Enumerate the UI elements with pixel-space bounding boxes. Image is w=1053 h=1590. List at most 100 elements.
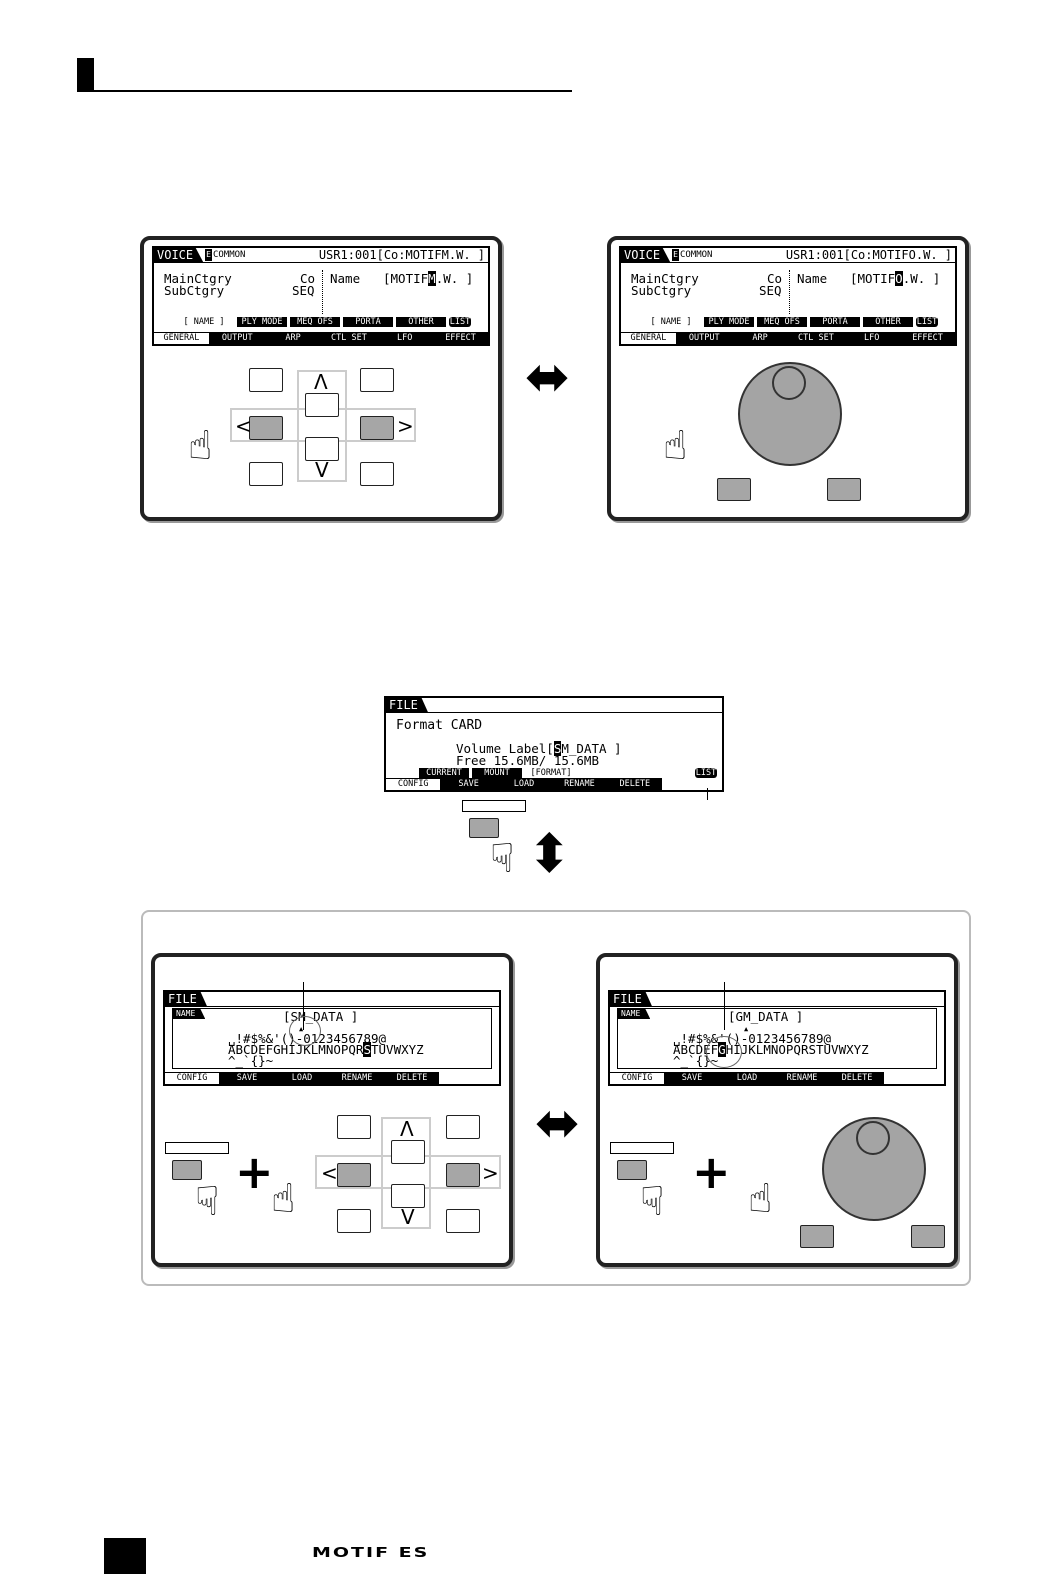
- tab-config[interactable]: CONFIG: [397, 779, 429, 789]
- dial-knob: [772, 366, 806, 400]
- tab-effect[interactable]: EFFECT: [432, 333, 488, 344]
- label-cursor: G: [735, 1009, 744, 1024]
- button-label-box: [165, 1142, 229, 1154]
- name-value: [MOTIFO.W. ]: [850, 271, 941, 286]
- char-row-2: ABCDEFGHIJKLMNOPQRSTUVWXYZ: [228, 1042, 424, 1057]
- sf1-button[interactable]: [469, 818, 499, 838]
- label-cursor: S: [290, 1009, 299, 1024]
- plus-icon: +: [235, 1145, 274, 1199]
- name-panel-cursor: FILE NAME [SM_DATA ] ▲ ␣!#$%&'()-0123456…: [151, 953, 513, 1267]
- format-line: Format CARD: [396, 718, 483, 733]
- tab-delete[interactable]: DELETE: [606, 779, 663, 790]
- tab-mount[interactable]: MOUNT: [472, 768, 522, 778]
- sub-category-value: SEQ: [292, 283, 315, 298]
- shift-button[interactable]: [172, 1160, 202, 1180]
- mode-tag: FILE: [386, 698, 428, 712]
- dec-no-button[interactable]: [800, 1225, 834, 1248]
- right-arrow-icon: >: [482, 1161, 499, 1185]
- left-arrow-icon: <: [235, 414, 252, 438]
- cursor-right-button[interactable]: [360, 416, 394, 440]
- pointing-hand-icon: ☝: [663, 423, 688, 469]
- tab-output[interactable]: OUTPUT: [208, 333, 265, 344]
- cursor-down-button[interactable]: [391, 1184, 425, 1208]
- down-arrow-icon: V: [401, 1205, 415, 1229]
- tab-rename[interactable]: RENAME: [551, 779, 607, 790]
- header-voice-name: USR1:001[Co:MOTIF: [318, 248, 442, 262]
- main-category-label: MainCtgry: [164, 271, 232, 286]
- bottom-tabs: CONFIG SAVE LOAD RENAME DELETE: [386, 778, 663, 790]
- page-number-block: [104, 1538, 146, 1574]
- cursor-up-button[interactable]: [305, 393, 339, 417]
- name-panel-dial: FILE NAME [GM_DATA ] ▲ ␣!#$%&'()-0123456…: [596, 953, 958, 1267]
- right-arrow-icon: >: [397, 414, 414, 438]
- up-arrow-icon: Λ: [400, 1117, 414, 1141]
- sub-category-label: SubCtgry: [164, 283, 225, 298]
- shift-button[interactable]: [617, 1160, 647, 1180]
- header-rule: [94, 90, 572, 92]
- button-label-box: [462, 800, 526, 812]
- file-format-lcd: FILE Format CARD Volume Label[SM_DATA ] …: [384, 696, 724, 792]
- main-category-value: Co: [300, 271, 316, 286]
- vertical-double-arrow-icon: ⬌: [519, 830, 583, 876]
- tab-load[interactable]: LOAD: [495, 779, 552, 790]
- inc-yes-button[interactable]: [827, 478, 861, 501]
- volume-cursor: S: [553, 741, 562, 756]
- name-tag: NAME: [618, 1009, 651, 1019]
- selected-char: S: [363, 1042, 371, 1057]
- inc-yes-button[interactable]: [911, 1225, 945, 1248]
- pointing-hand-icon: ☝: [640, 1176, 665, 1222]
- bottom-tabs: GENERAL OUTPUT ARP CTL SET LFO EFFECT: [154, 332, 488, 344]
- volume-label-edit: [GM_DATA ]: [728, 1009, 804, 1024]
- tab-save[interactable]: SAVE: [440, 779, 496, 790]
- down-arrow-icon: V: [315, 458, 329, 482]
- char-row-3: ^_`{}~: [228, 1053, 274, 1068]
- name-lcd-right: FILE NAME [GM_DATA ] ▲ ␣!#$%&'()-0123456…: [608, 990, 946, 1086]
- cursor-right-button[interactable]: [446, 1163, 480, 1187]
- tab-current[interactable]: CURRENT: [419, 768, 469, 778]
- name-cursor: M: [428, 271, 436, 286]
- tab-format[interactable]: [FORMAT]: [525, 768, 577, 778]
- tab-meq-offset[interactable]: MEQ OFS: [290, 317, 340, 327]
- decrement-button[interactable]: [249, 368, 283, 392]
- tab-play-mode[interactable]: PLY MODE: [237, 317, 287, 327]
- section-marker: [77, 58, 94, 92]
- dec-no-button[interactable]: [717, 478, 751, 501]
- tab-porta[interactable]: PORTA: [343, 317, 393, 327]
- cursor-left-button[interactable]: [249, 416, 283, 440]
- cursor-left-button[interactable]: [337, 1163, 371, 1187]
- name-lcd-left: FILE NAME [SM_DATA ] ▲ ␣!#$%&'()-0123456…: [163, 990, 501, 1086]
- left-arrow-icon: <: [321, 1161, 338, 1185]
- name-value: [MOTIFM.W. ]: [383, 271, 474, 286]
- tab-arp[interactable]: ARP: [264, 333, 321, 344]
- tab-other[interactable]: OTHER: [396, 317, 446, 327]
- tab-ctl-set[interactable]: CTL SET: [320, 333, 377, 344]
- exit-button[interactable]: [249, 462, 283, 486]
- double-arrow-icon: ⬌: [525, 345, 571, 408]
- mode-tag: VOICE: [154, 248, 204, 262]
- list-badge[interactable]: LIST: [695, 768, 717, 778]
- pointing-hand-icon: ☝: [195, 1176, 220, 1222]
- function-tabs: CURRENT MOUNT [FORMAT]: [419, 768, 577, 778]
- free-space: Free 15.6MB/ 15.6MB: [456, 753, 599, 768]
- brand-logo: MOTIF ES: [312, 1545, 430, 1561]
- tab-lfo[interactable]: LFO: [376, 333, 433, 344]
- cursor-down-button[interactable]: [305, 437, 339, 461]
- sub-mode: COMMON: [212, 250, 246, 260]
- enter-button[interactable]: [360, 462, 394, 486]
- tab-name[interactable]: [ NAME ]: [174, 317, 234, 327]
- up-arrow-icon: Λ: [314, 370, 328, 394]
- tab-list[interactable]: LIST: [449, 317, 471, 327]
- increment-button[interactable]: [360, 368, 394, 392]
- tab-general[interactable]: GENERAL: [163, 333, 200, 343]
- function-tabs: [ NAME ] PLY MODE MEQ OFS PORTA OTHER LI…: [174, 317, 484, 327]
- element-badge: E: [205, 249, 212, 261]
- volume-label: Volume Label[SM_DATA ]: [456, 741, 622, 756]
- cursor-marker-icon: ▲: [744, 1025, 749, 1033]
- name-tag: NAME: [173, 1009, 206, 1019]
- pointing-hand-icon: ☝: [490, 833, 515, 879]
- button-label-box: [610, 1142, 674, 1154]
- cursor-up-button[interactable]: [391, 1140, 425, 1164]
- name-label: Name: [330, 271, 361, 286]
